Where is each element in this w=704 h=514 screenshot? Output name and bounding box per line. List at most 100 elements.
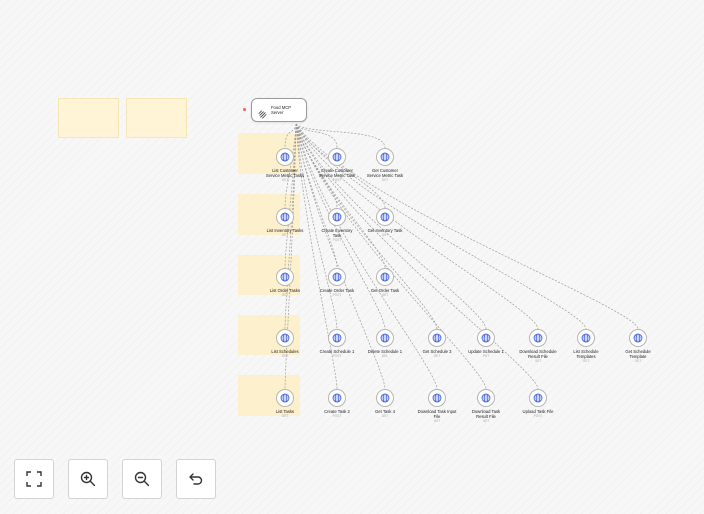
tool-method: GET	[381, 414, 389, 418]
edge-download-task-input-file	[295, 123, 438, 390]
tool-label: List Schedules	[256, 349, 314, 354]
tool-method: GET	[281, 354, 289, 358]
globe-icon	[328, 268, 346, 286]
tool-label-line1: Download Schedule	[519, 349, 557, 354]
sticky-note[interactable]	[58, 98, 119, 138]
tool-label-line2: Result File	[528, 354, 548, 359]
globe-icon	[328, 208, 346, 226]
edge-download-schedule-result-file	[295, 123, 539, 330]
globe-icon	[376, 389, 394, 407]
zoom-out-button[interactable]	[122, 459, 162, 499]
tool-label-line2: Service Metric Tasks	[265, 173, 305, 178]
globe-icon	[529, 329, 547, 347]
globe-icon	[276, 208, 294, 226]
tool-method: POST	[332, 238, 342, 242]
tool-method: GET	[381, 233, 389, 237]
tool-method: GET	[482, 419, 490, 423]
edge-download-task-result-file	[295, 123, 487, 390]
tool-label-line1: Download Task Input	[417, 409, 457, 414]
globe-icon	[276, 329, 294, 347]
tool-method: GET	[582, 359, 590, 363]
tool-label: Create Schedule 1	[308, 349, 366, 354]
tool-method: GET	[381, 293, 389, 297]
globe-icon	[477, 329, 495, 347]
edge-get-task-4	[295, 123, 386, 390]
tool-label: Create Order Task	[308, 288, 366, 293]
tool-method: GET	[281, 178, 289, 182]
globe-icon	[328, 148, 346, 166]
edge-get-schedule-3	[295, 123, 438, 330]
tool-label-line2: Templates	[576, 354, 596, 359]
tool-label-line1: Create Schedule 1	[319, 349, 355, 354]
mcp-icon	[258, 106, 267, 119]
tool-label-line1: Get Customer	[371, 168, 399, 173]
tool-label-line2: Result File	[476, 414, 496, 419]
tool-label-line1: List Tasks	[275, 409, 295, 414]
tool-label-line1: Create Task 2	[324, 409, 350, 414]
globe-icon	[276, 389, 294, 407]
tool-label-line1: Get Task 4	[375, 409, 395, 414]
tool-method: GET	[634, 359, 642, 363]
tool-method: POST	[332, 293, 342, 297]
tool-label-line1: Get Schedule 3	[422, 349, 452, 354]
tool-method: POST	[332, 354, 342, 358]
tool-label-line2: File	[433, 414, 441, 419]
status-dot	[243, 108, 246, 111]
tool-method: GET	[433, 354, 441, 358]
tool-label: List Inventory Tasks	[256, 228, 314, 233]
tool-label-line1: Create Inventory	[321, 228, 353, 233]
tool-method: POST	[533, 414, 543, 418]
globe-icon	[276, 148, 294, 166]
fullscreen-icon	[26, 471, 42, 487]
globe-icon	[376, 268, 394, 286]
tool-label-line2: Task	[332, 233, 342, 238]
tool-label: List Tasks	[256, 409, 314, 414]
tool-label: Get Task 4	[356, 409, 414, 414]
zoom-out-icon	[134, 471, 150, 487]
globe-icon	[529, 389, 547, 407]
tool-method: POST	[332, 178, 342, 182]
server-node[interactable]: Food MCP Server	[251, 98, 307, 122]
sticky-note[interactable]	[126, 98, 187, 138]
tool-label-line2: Template	[629, 354, 647, 359]
zoom-in-icon	[80, 471, 96, 487]
tool-label-line1: List Order Tasks	[269, 288, 301, 293]
globe-icon	[428, 389, 446, 407]
edge-get-customer-service-metric-task	[295, 123, 386, 149]
tool-label: Get Schedule 3	[408, 349, 466, 354]
tool-label: List Order Tasks	[256, 288, 314, 293]
tool-label: Create Task 2	[308, 409, 366, 414]
tool-label-line1: Get Schedule	[625, 349, 651, 354]
edge-get-order-task	[295, 123, 386, 269]
edge-update-schedule-1	[295, 123, 487, 330]
globe-icon	[276, 268, 294, 286]
tool-method: GET	[433, 419, 441, 423]
edge-upload-task-file	[295, 123, 539, 390]
globe-icon	[629, 329, 647, 347]
edge-list-schedule-templates	[295, 123, 587, 330]
edge-create-customer-service-metric-task	[295, 123, 338, 149]
tool-label: Upload Task File	[509, 409, 567, 414]
edge-list-order-tasks	[284, 123, 297, 269]
tool-label-line1: Create Order Task	[319, 288, 355, 293]
fit-view-button[interactable]	[14, 459, 54, 499]
tool-label-line1: Create Customer	[321, 168, 353, 173]
zoom-in-button[interactable]	[68, 459, 108, 499]
tool-label-line1: Download Task	[471, 409, 501, 414]
tool-label: Update Schedule 1	[457, 349, 515, 354]
tool-method: POST	[332, 414, 342, 418]
globe-icon	[428, 329, 446, 347]
tool-label: Get Inventory Task	[356, 228, 414, 233]
undo-button[interactable]	[176, 459, 216, 499]
edge-list-customer-service-metric-tasks	[284, 123, 297, 149]
globe-icon	[328, 389, 346, 407]
edge-create-task-2	[295, 123, 338, 390]
tool-method: PUT	[482, 354, 490, 358]
